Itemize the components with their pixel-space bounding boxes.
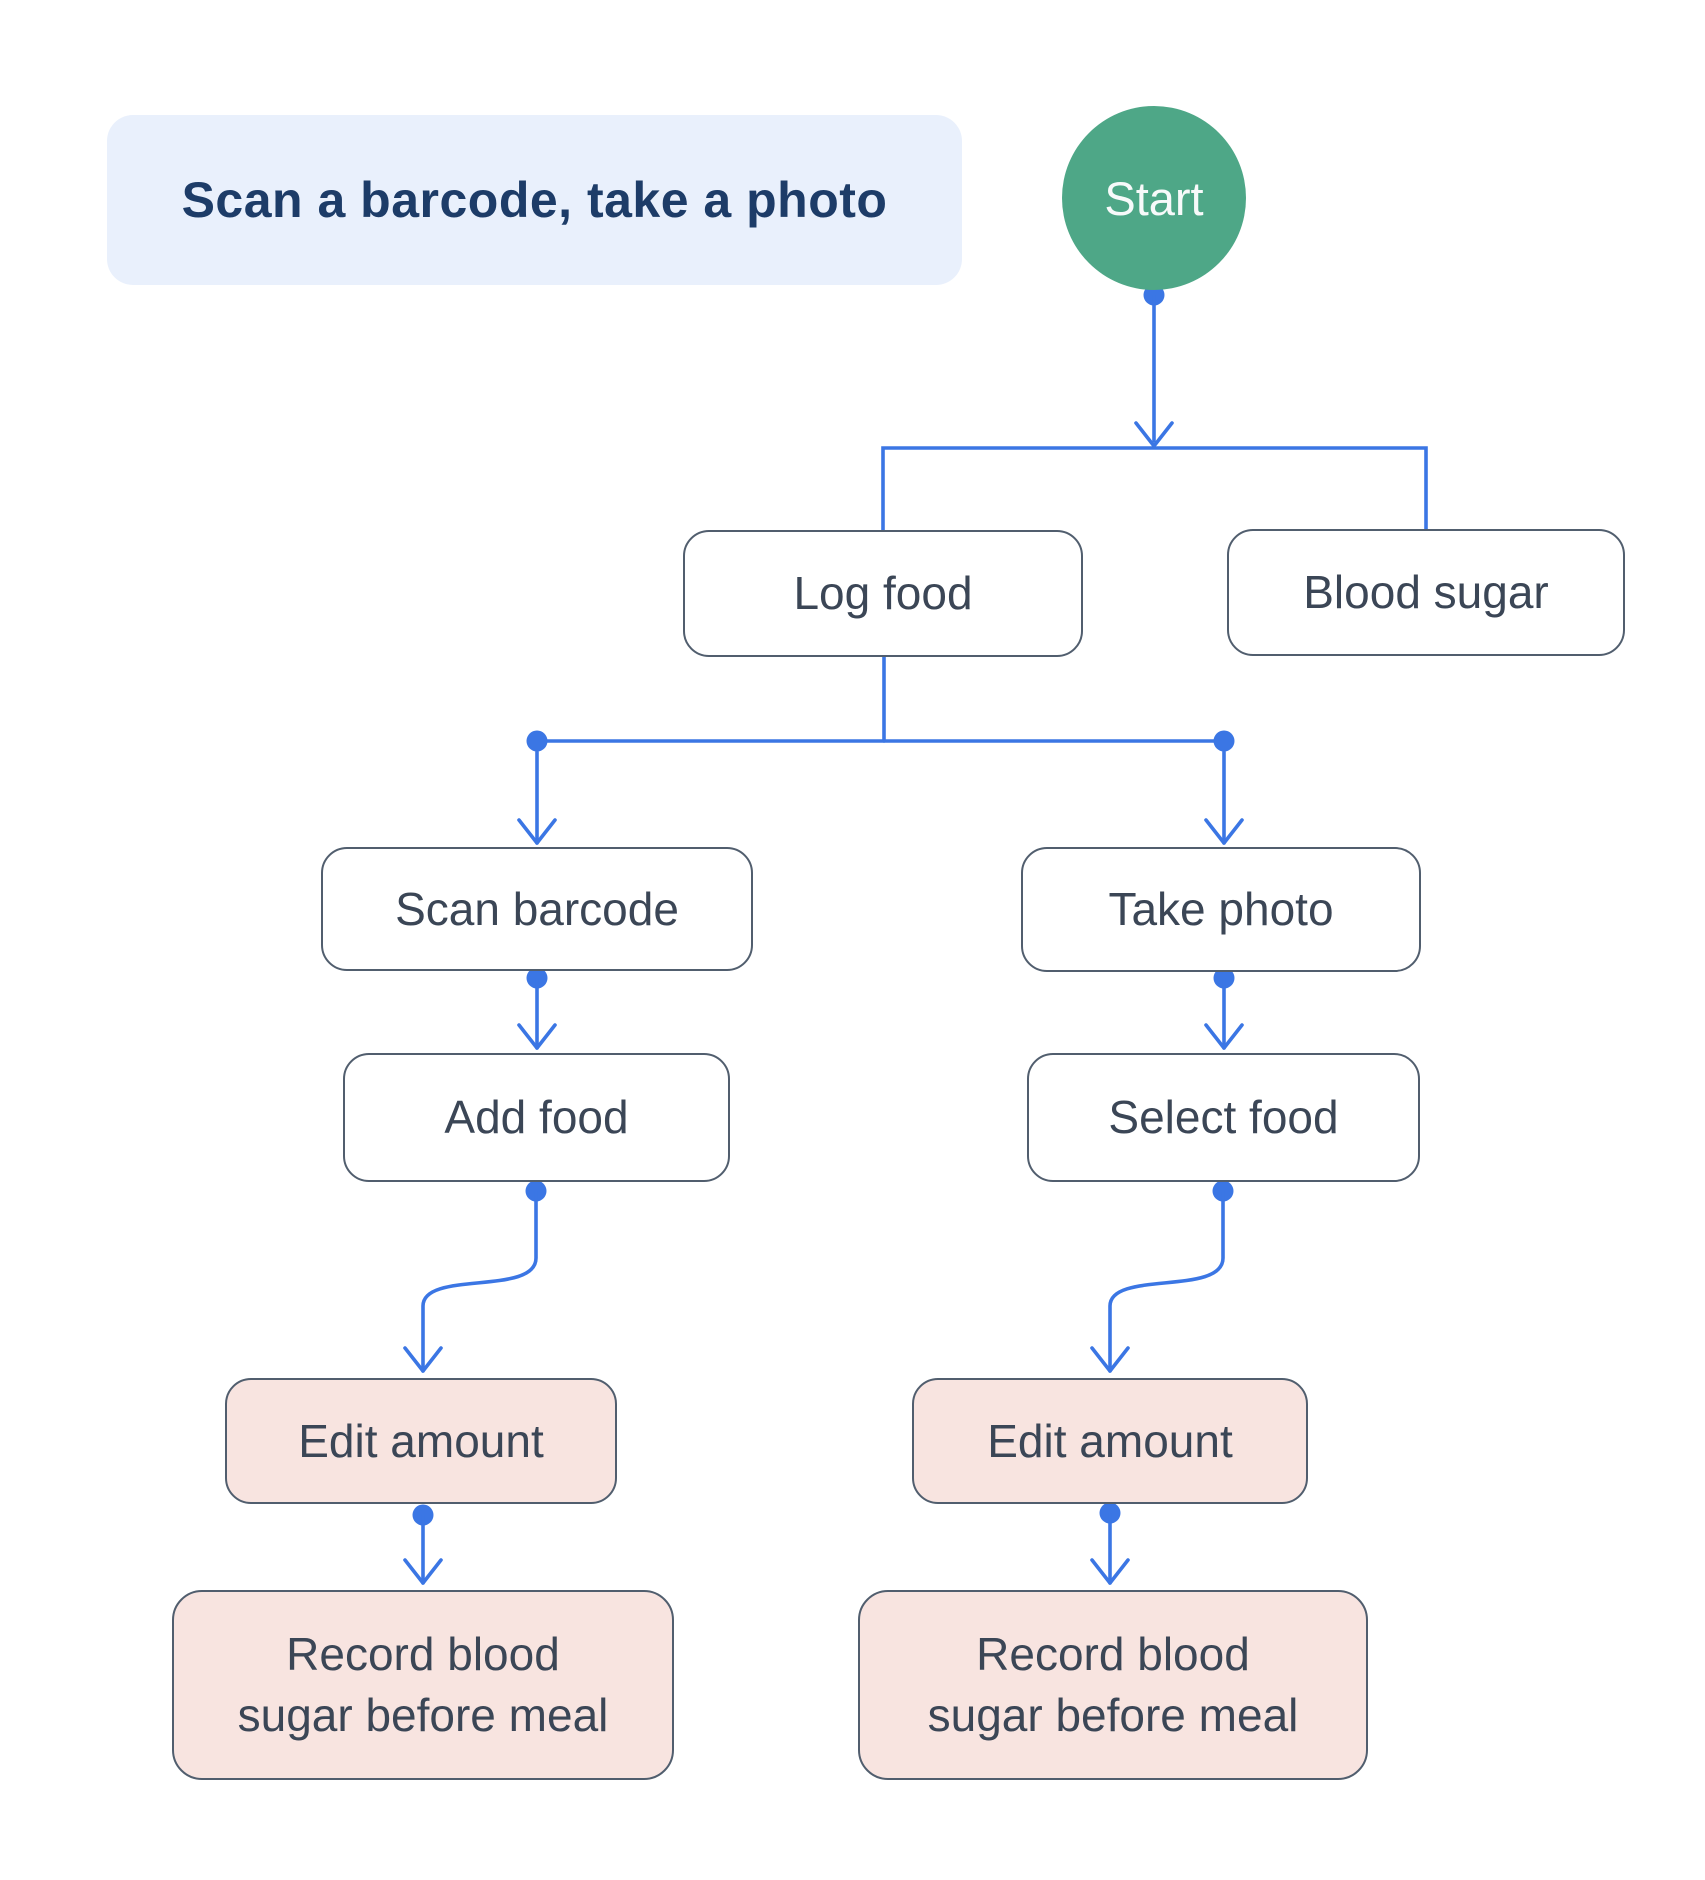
node-scan-barcode: Scan barcode	[321, 847, 753, 971]
dot-add-food-bottom	[525, 1180, 547, 1202]
node-add-food: Add food	[343, 1053, 730, 1182]
arrowhead-start	[1134, 421, 1174, 448]
dot-split-right	[1213, 730, 1235, 752]
node-label: Edit amount	[987, 1414, 1233, 1467]
dot-select-food-bottom	[1212, 1180, 1234, 1202]
arrowhead-record-right	[1090, 1558, 1130, 1585]
node-label: Edit amount	[298, 1414, 544, 1467]
title-card: Scan a barcode, take a photo	[107, 115, 962, 285]
arrowhead-record-left	[403, 1558, 443, 1585]
node-edit-amount-right: Edit amount	[912, 1378, 1308, 1504]
edge-add-to-edit	[421, 1190, 538, 1373]
dot-split-left	[526, 730, 548, 752]
node-select-food: Select food	[1027, 1053, 1420, 1182]
node-label: Blood sugar	[1303, 566, 1549, 619]
dot-edit-right-bottom	[1099, 1502, 1121, 1524]
edge-split-top	[881, 446, 1428, 531]
node-label: Log food	[793, 567, 973, 620]
arrowhead-take-photo	[1204, 818, 1244, 845]
title-text: Scan a barcode, take a photo	[181, 172, 888, 228]
node-log-food: Log food	[683, 530, 1083, 657]
arrowhead-edit-right	[1090, 1346, 1130, 1373]
node-edit-amount-left: Edit amount	[225, 1378, 617, 1504]
node-record-blood-sugar-left: Record blood sugar before meal	[172, 1590, 674, 1780]
node-label: Record blood sugar before meal	[237, 1628, 609, 1741]
arrowhead-scan-barcode	[517, 818, 557, 845]
node-take-photo: Take photo	[1021, 847, 1421, 972]
arrowhead-select-food	[1204, 1023, 1244, 1050]
node-label: Take photo	[1108, 883, 1334, 936]
node-label: Select food	[1108, 1091, 1339, 1144]
start-label: Start	[1104, 171, 1204, 225]
arrowhead-edit-left	[403, 1346, 443, 1373]
node-blood-sugar: Blood sugar	[1227, 529, 1625, 656]
node-record-blood-sugar-right: Record blood sugar before meal	[858, 1590, 1368, 1780]
start-node: Start	[1062, 106, 1246, 290]
node-label: Scan barcode	[395, 882, 679, 935]
node-label: Record blood sugar before meal	[927, 1628, 1299, 1741]
dot-edit-left-bottom	[412, 1504, 434, 1526]
node-label: Add food	[444, 1091, 629, 1144]
edge-select-to-edit	[1108, 1190, 1225, 1373]
arrowhead-add-food	[517, 1023, 557, 1050]
